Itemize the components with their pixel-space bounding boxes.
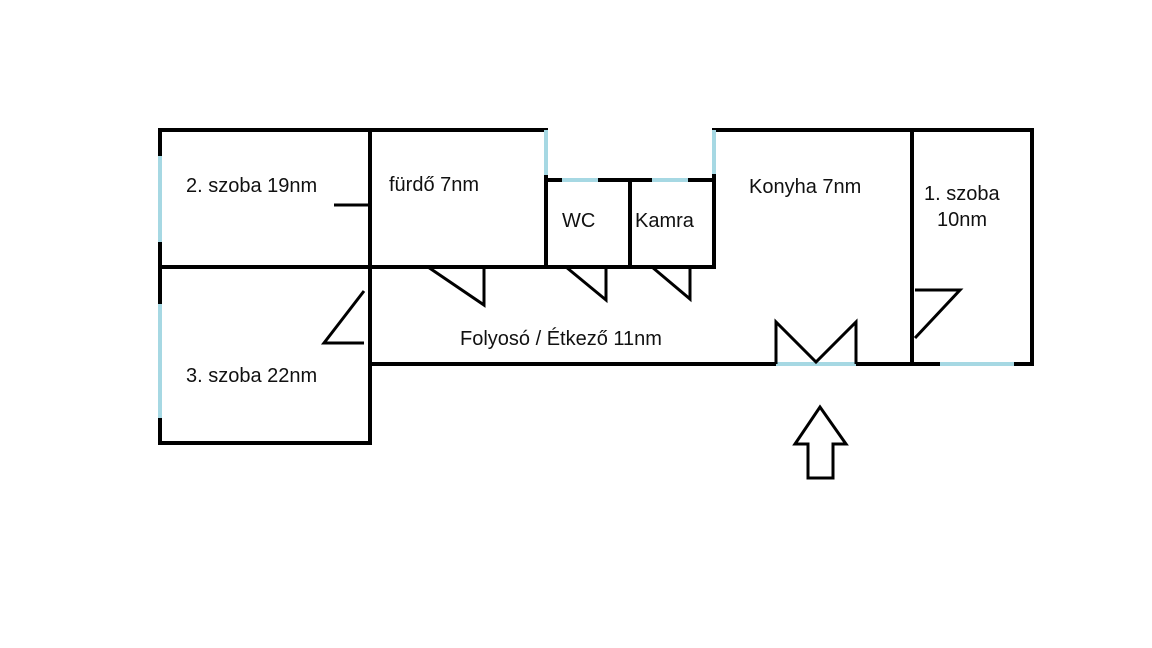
label-room-2: 2. szoba 19nm bbox=[186, 175, 317, 197]
door-room-2 bbox=[334, 203, 372, 241]
label-room-1-line1: 1. szoba bbox=[924, 183, 1000, 205]
label-corridor: Folyosó / Étkező 11nm bbox=[460, 327, 662, 350]
doors bbox=[320, 203, 964, 365]
room-2-walls bbox=[158, 128, 372, 269]
label-room-3: 3. szoba 22nm bbox=[186, 365, 317, 387]
room-1-walls bbox=[910, 128, 1034, 366]
windows bbox=[158, 130, 1014, 418]
room-labels: 2. szoba 19nm fürdő 7nm WC Kamra Konyha … bbox=[186, 174, 1000, 387]
door-room-3 bbox=[320, 290, 366, 345]
label-bathroom: fürdő 7nm bbox=[389, 174, 479, 196]
door-entrance bbox=[774, 318, 858, 365]
kitchen-walls bbox=[712, 128, 914, 366]
door-bathroom bbox=[427, 265, 486, 308]
label-wc: WC bbox=[562, 210, 595, 232]
door-pantry bbox=[651, 265, 692, 303]
entrance-arrow-icon bbox=[792, 404, 849, 480]
label-pantry: Kamra bbox=[635, 210, 695, 232]
walls bbox=[158, 128, 1034, 445]
label-kitchen: Konyha 7nm bbox=[749, 176, 861, 198]
door-wc bbox=[565, 265, 608, 304]
room-3-walls bbox=[158, 265, 372, 445]
bathroom-walls bbox=[368, 128, 548, 269]
label-room-1-line2: 10nm bbox=[937, 209, 987, 231]
corridor-walls bbox=[368, 265, 914, 366]
door-room-1 bbox=[913, 288, 964, 340]
